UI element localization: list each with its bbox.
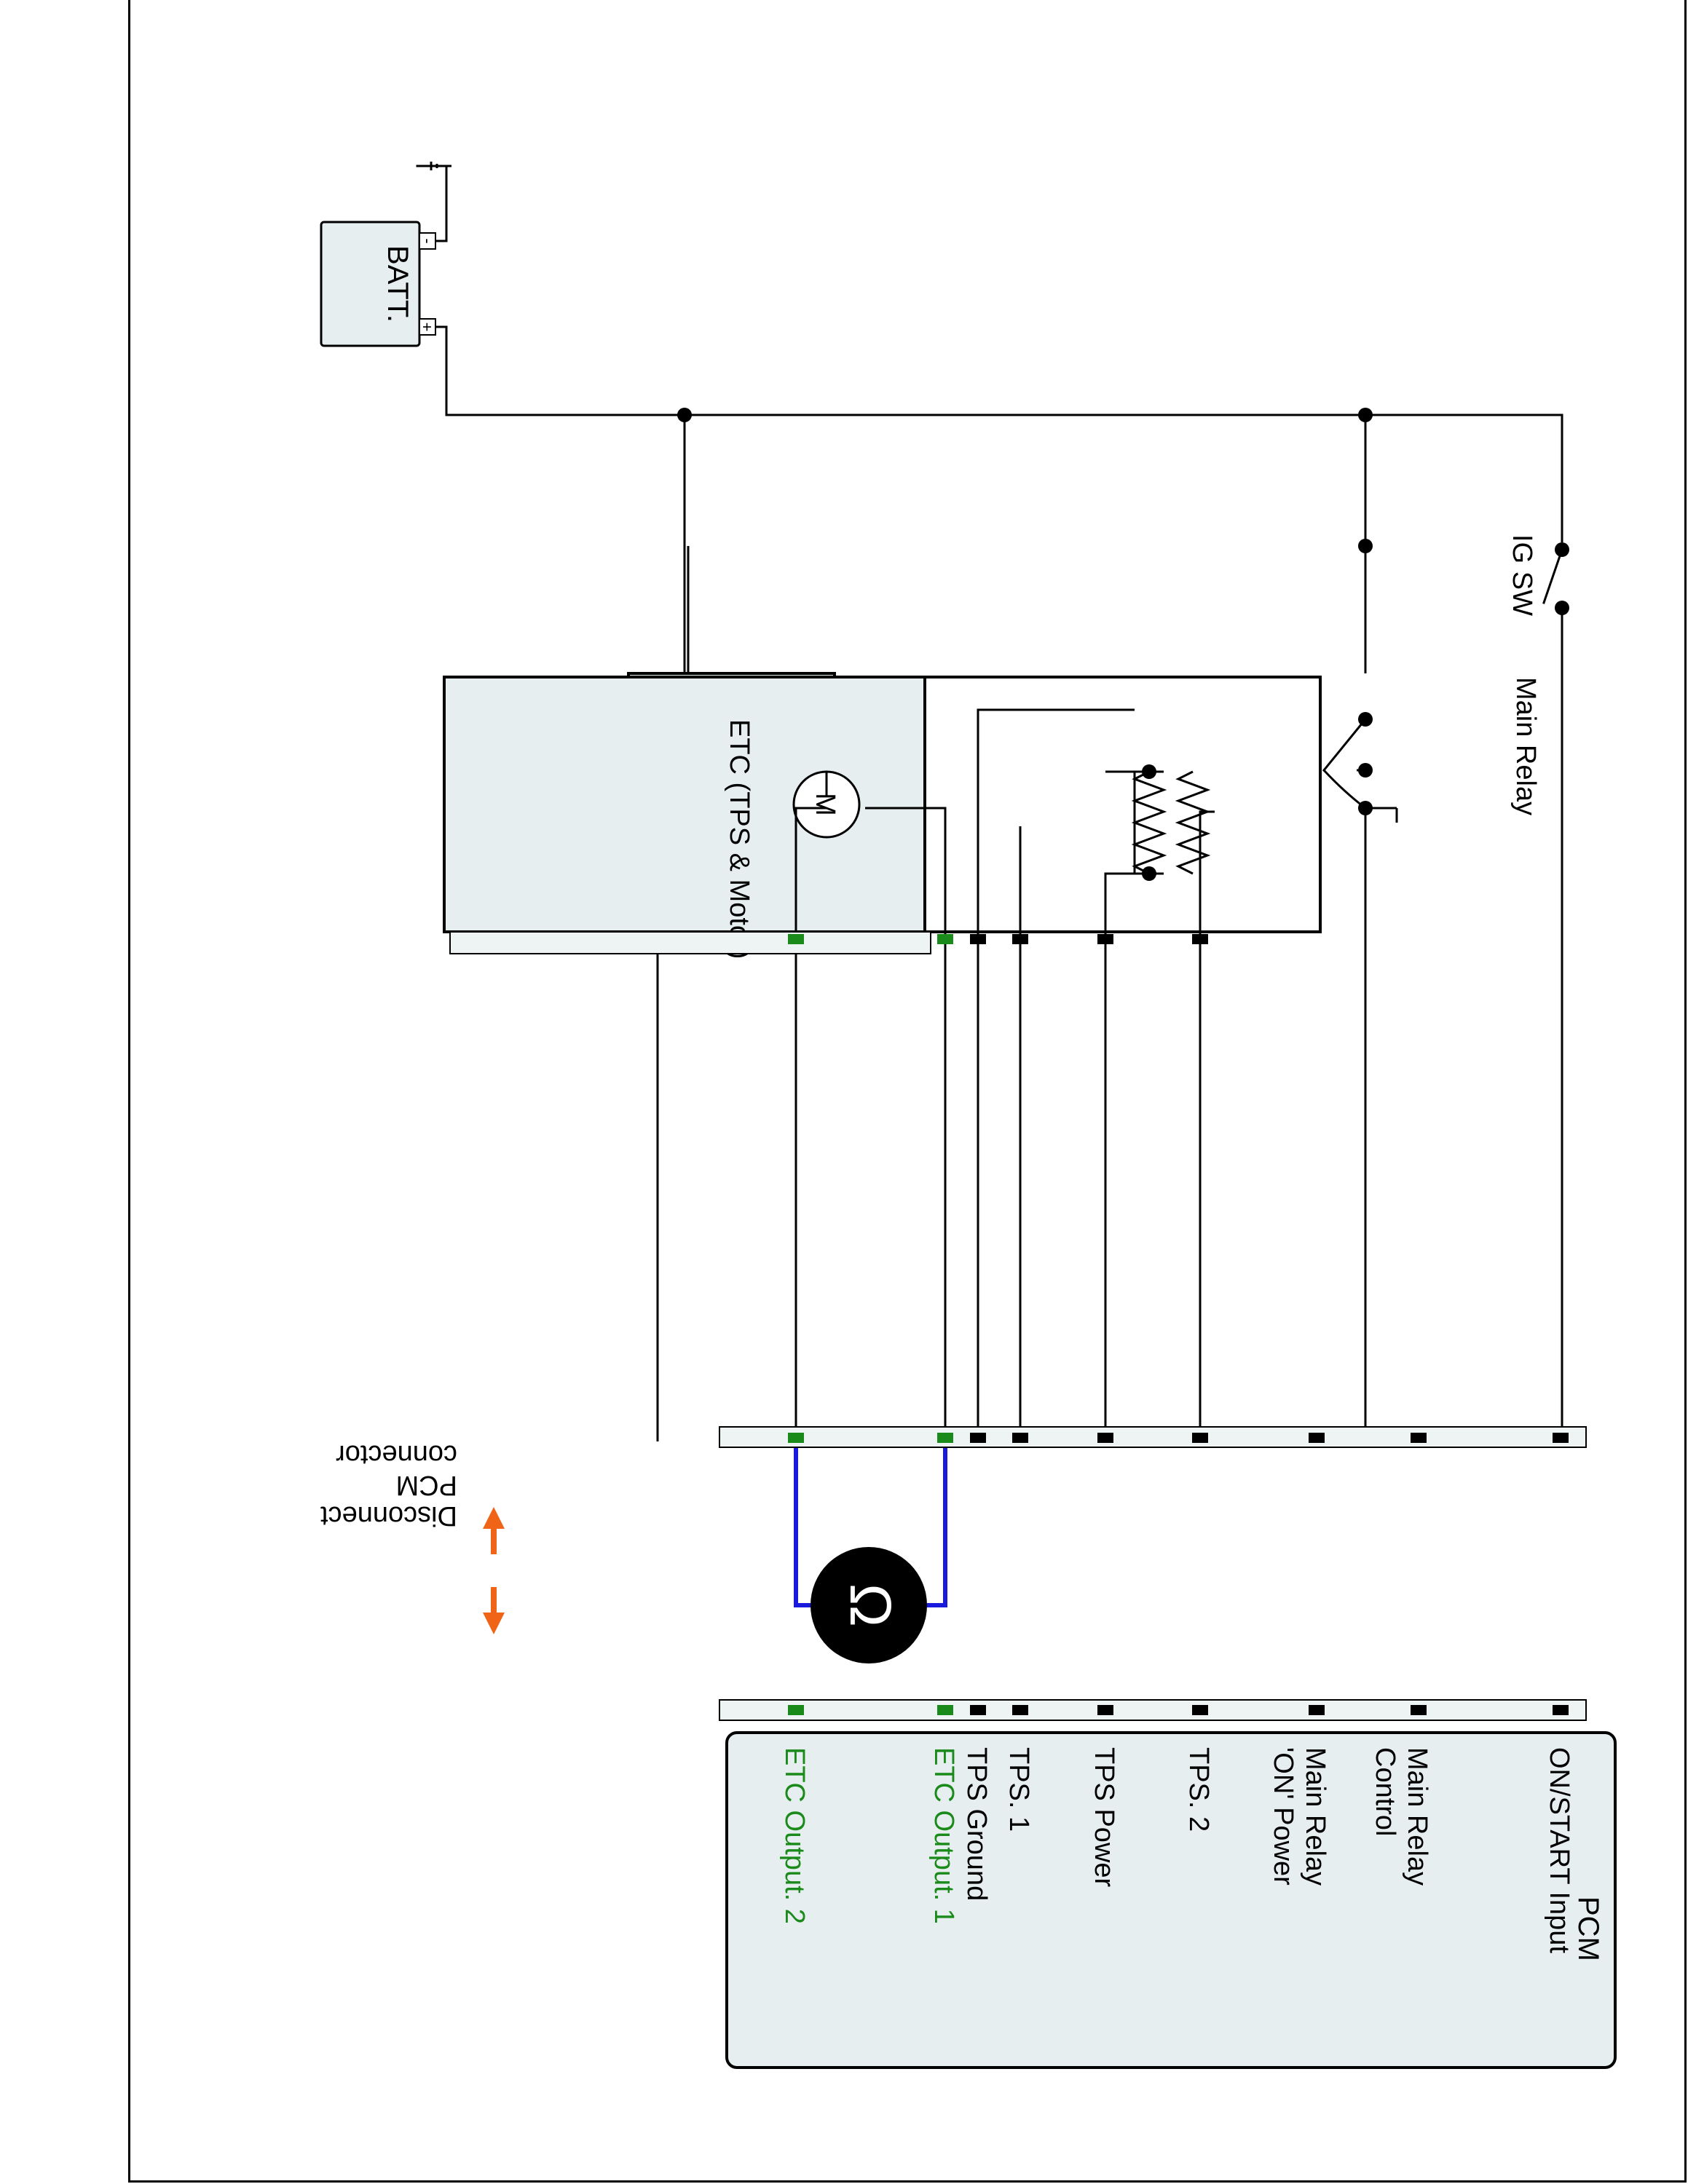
pcm-conn-pin-1 (1411, 1705, 1427, 1715)
pin-out1 (937, 934, 953, 944)
motor-lead (865, 807, 947, 939)
etc-module: ETC (TPS & Motor) M (443, 676, 1322, 959)
pcm-conn-pin-3 (1192, 1705, 1208, 1715)
disconnect-line: PCM (396, 1470, 457, 1500)
ohmmeter-body (811, 1547, 927, 1663)
pin-tpspwr (1097, 934, 1113, 944)
ohm-symbol: Ω (838, 1583, 903, 1627)
pcm-pin-onstart (1553, 1433, 1569, 1443)
battery-label: BATT. (382, 245, 414, 323)
pcm-body (725, 1731, 1617, 2069)
etc-outer (864, 676, 1322, 933)
ig-switch: IG SW (1507, 534, 1569, 616)
arrow-head-up (483, 1507, 505, 1529)
batt-pos-wire (435, 325, 685, 416)
pin-out2 (788, 934, 804, 944)
pin-tps2 (1192, 934, 1208, 944)
pcm-signal-label: ETC Output. 2 (779, 1747, 810, 1924)
pcm-signal-label: TPS. 2 (1183, 1747, 1214, 1832)
etc-pin-rail (449, 931, 1587, 1721)
pcm-connector-rail (719, 1699, 1587, 1721)
pcm-pin-tps2 (1192, 1433, 1208, 1443)
relay-blade (1322, 717, 1368, 772)
pcm-signal-label: ETC Output. 1 (928, 1747, 959, 1924)
pcm-pin-tpsgnd (970, 1433, 986, 1443)
pcm-signal-label: TPS Power (1089, 1747, 1119, 1888)
battery-neg-sign: - (419, 238, 437, 243)
pcm-signal-3: TPS. 2 (1183, 1747, 1214, 1832)
pcm-input-rail (719, 1426, 1587, 1448)
main-relay-label: Main Relay (1510, 677, 1541, 815)
ground-symbol (416, 162, 451, 170)
etc-rail (449, 931, 931, 954)
pcm-signal-2: Main Relay'ON' Power (1268, 1747, 1330, 1886)
pcm-signal-4: TPS Power (1089, 1747, 1119, 1888)
battery: BATT.- + (320, 221, 437, 347)
arrow-head-down (483, 1613, 505, 1634)
pcm-signal-label: ON/START Input (1544, 1747, 1574, 1953)
disconnect-line: connector (336, 1439, 457, 1470)
etc-module-label: ETC (TPS & Motor) (724, 719, 754, 959)
battery-pos-terminal (419, 318, 436, 336)
splice-dot (1142, 866, 1156, 881)
pcm-pin-tps1 (1012, 1433, 1028, 1443)
splice-dot (1358, 763, 1373, 778)
motor-lead (794, 807, 827, 939)
pcm-signal-5: TPS. 1 (1003, 1747, 1034, 1832)
pcm-signal-6: TPS Ground (961, 1747, 992, 1901)
pcm-signal-label: Main Relay (1300, 1747, 1330, 1886)
tps-resistor-2 (1175, 770, 1211, 875)
pcm-pin-relayon (1309, 1433, 1325, 1443)
pcm-conn-pin-2 (1309, 1705, 1325, 1715)
tps-wire (977, 708, 1135, 939)
battery-neg-terminal (419, 232, 436, 250)
pcm-signal-label: 'ON' Power (1268, 1747, 1298, 1886)
ig-switch-label: IG SW (1507, 534, 1537, 616)
ohmmeter-icon: Ω (811, 1547, 927, 1663)
pcm-signal-label: Main Relay (1402, 1747, 1432, 1886)
pcm-pin-tpspwr (1097, 1433, 1113, 1443)
pcm-signal-0: ON/START Input (1544, 1747, 1574, 1953)
ig-feed (685, 414, 1563, 542)
splice-dot (1555, 601, 1569, 615)
pcm-signal-label: TPS Ground (961, 1747, 992, 1901)
splice-dot (1142, 764, 1156, 779)
pcm-conn-pin-4 (1097, 1705, 1113, 1715)
pcm-conn-pin-7 (937, 1705, 953, 1715)
pin-tpsgnd (970, 934, 986, 944)
disconnect-line: Disconnect (320, 1500, 457, 1531)
relay-blade-arc (1322, 769, 1366, 810)
pcm-conn-pin-6 (970, 1705, 986, 1715)
tps-potentiometers (1105, 764, 1211, 881)
pcm-conn-pin-0 (1553, 1705, 1569, 1715)
pcm-conn-pin-8 (788, 1705, 804, 1715)
pcm-conn-pin-5 (1012, 1705, 1028, 1715)
tps-resistor-1 (1131, 770, 1167, 875)
pcm-title: PCM (1572, 1896, 1604, 1961)
pin-tps1 (1012, 934, 1028, 944)
battery-pos-sign: + (418, 323, 436, 332)
pcm-pin-out1 (937, 1433, 953, 1443)
motor-label: M (810, 793, 840, 816)
ground-bar (430, 162, 438, 170)
pcm-signal-8: ETC Output. 2 (779, 1747, 810, 1924)
pcm-pin-relayctl (1411, 1433, 1427, 1443)
ig-blade (1542, 548, 1563, 604)
battery-body (320, 221, 421, 347)
pcm-signal-label: Control (1370, 1747, 1400, 1837)
batt-neg-wire (435, 166, 448, 242)
page-frame (128, 0, 1687, 2183)
pcm-signal-7: ETC Output. 1 (928, 1747, 959, 1924)
pcm-signal-label: TPS. 1 (1003, 1747, 1034, 1832)
pcm-pin-out2 (788, 1433, 804, 1443)
